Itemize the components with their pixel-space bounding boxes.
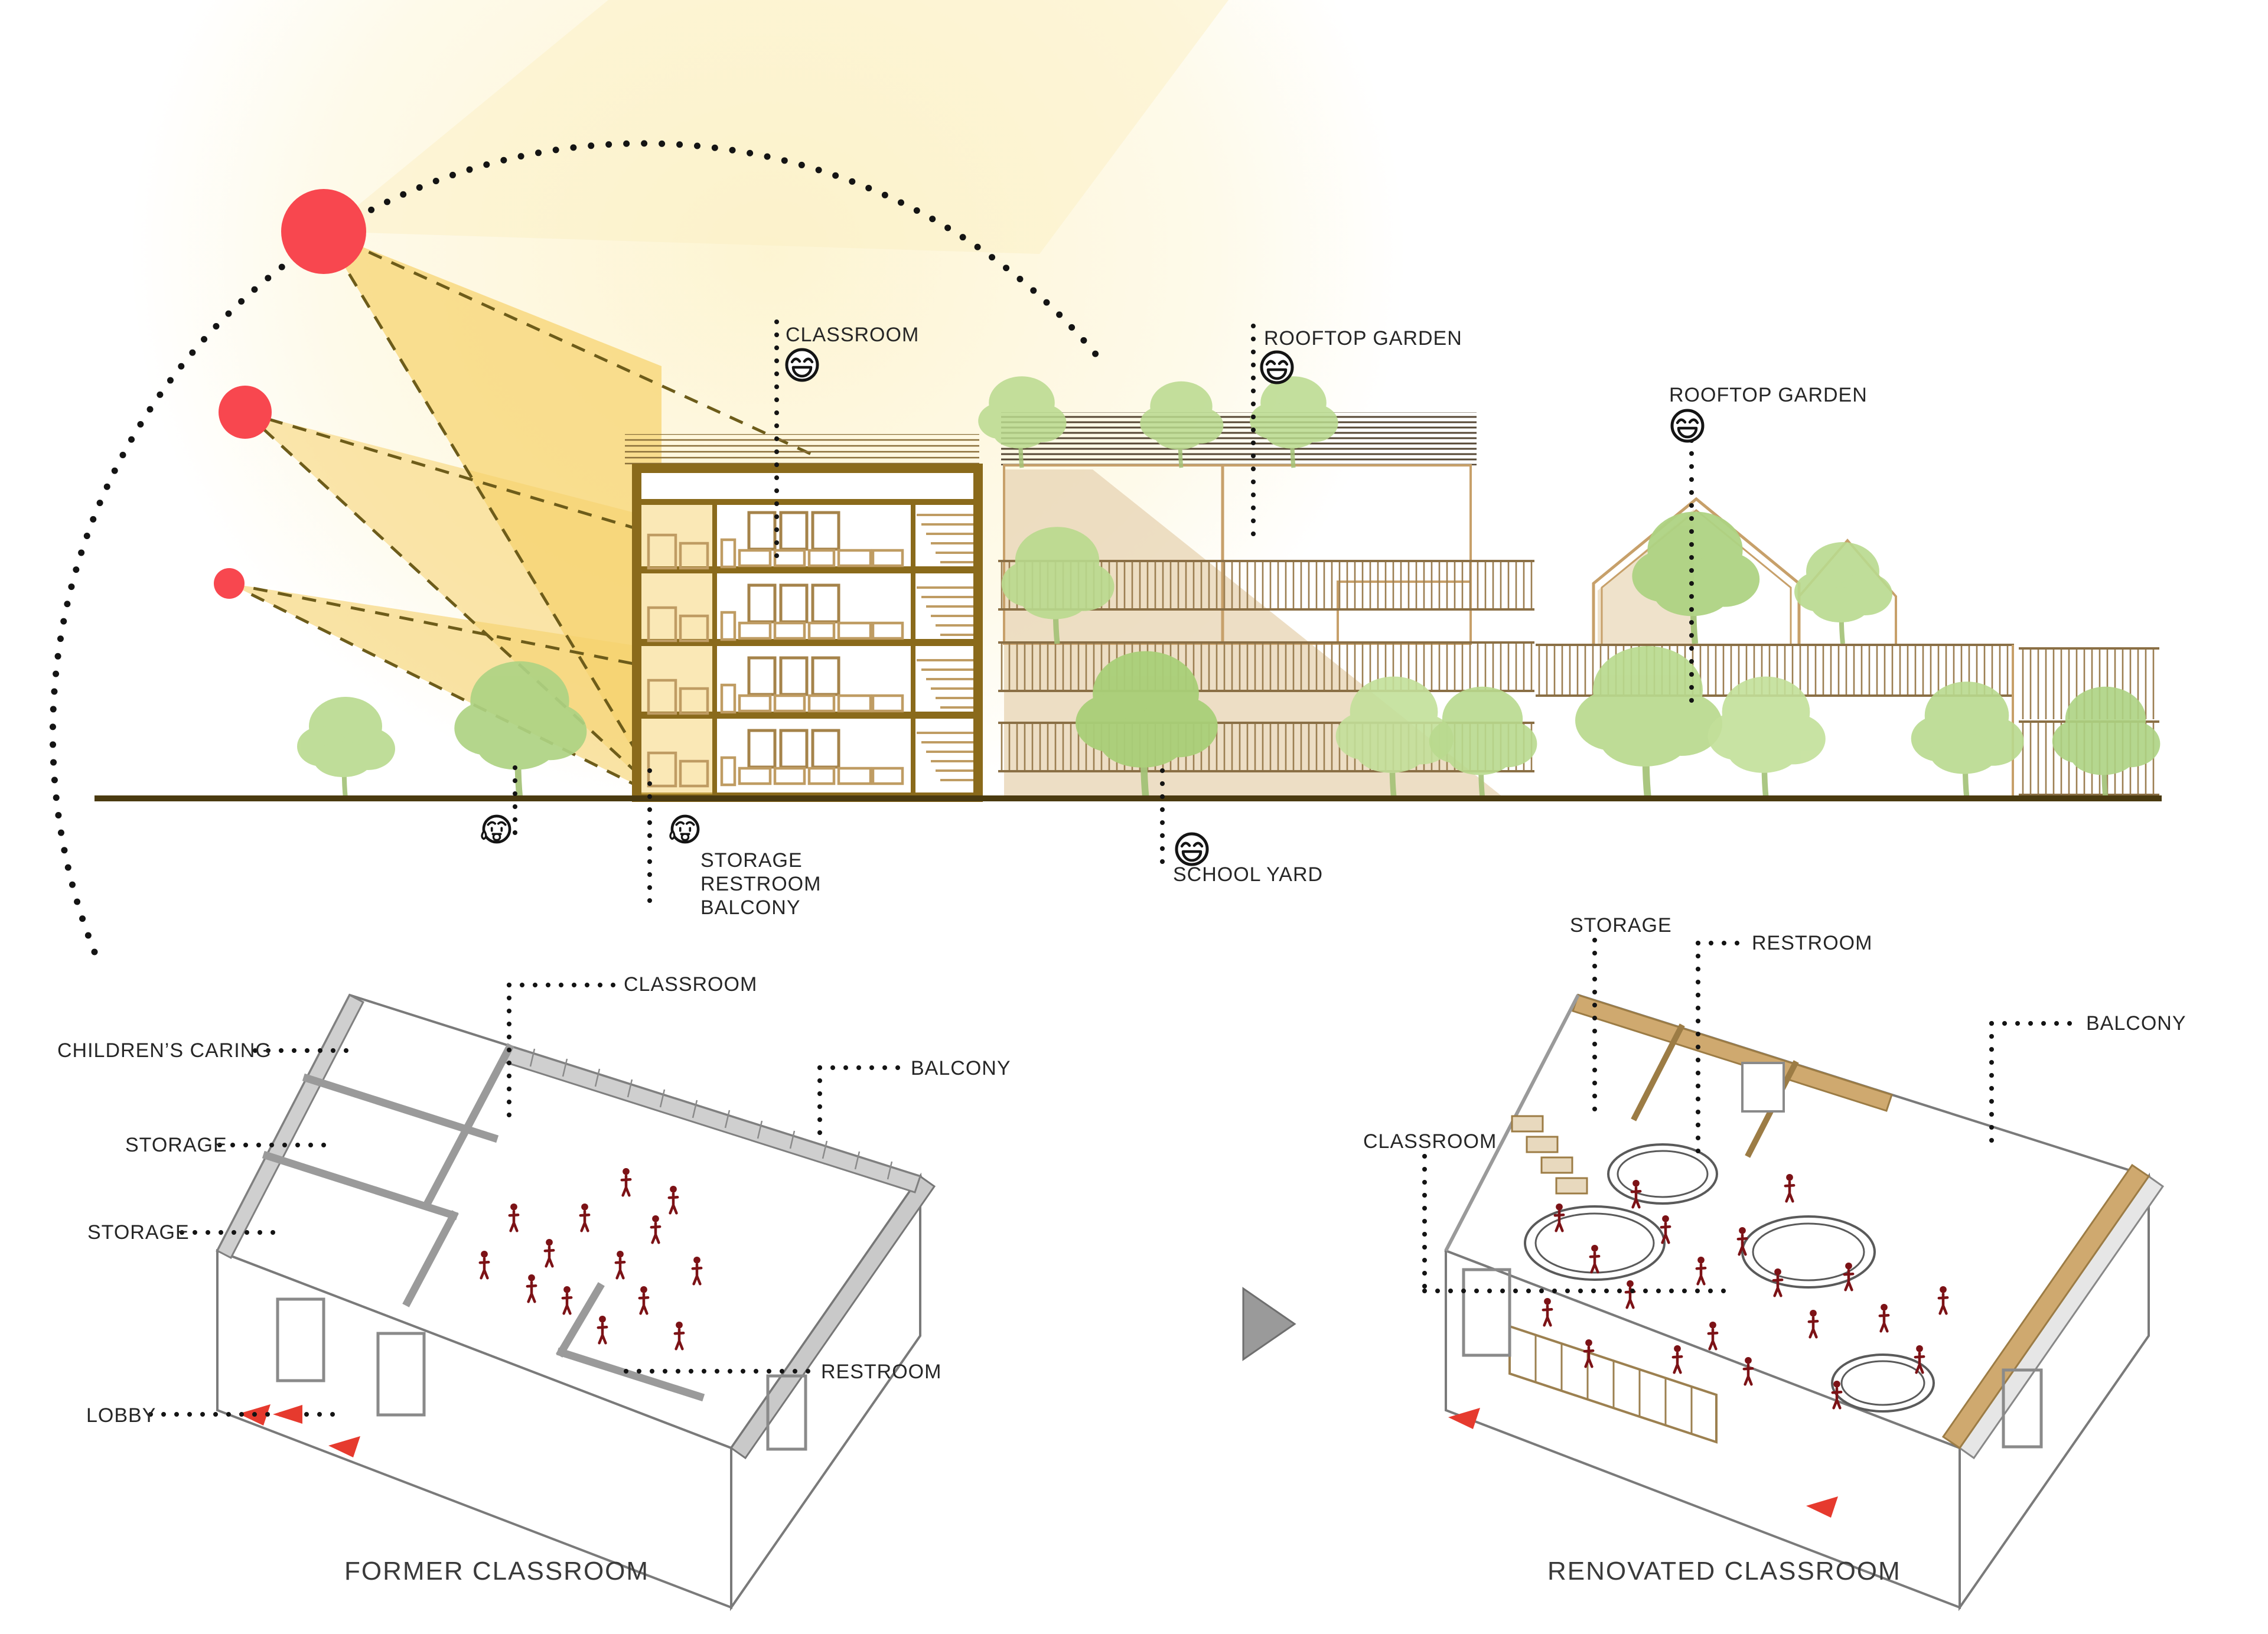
sun-path-and-beams [49, 0, 1406, 955]
label-reno-storage: STORAGE [1570, 914, 1672, 937]
label-former-balcony: BALCONY [911, 1057, 1011, 1079]
label-rooftop-garden-1: ROOFTOP GARDEN [1264, 327, 1462, 350]
label-former-storage-2: STORAGE [87, 1221, 190, 1244]
sun-medium [219, 386, 272, 439]
transformation-arrow-icon [1242, 1287, 1296, 1361]
caption-former-classroom: FORMER CLASSROOM [344, 1557, 650, 1586]
label-balcony-section: BALCONY [700, 896, 801, 919]
label-reno-balcony: BALCONY [2086, 1012, 2186, 1035]
former-classroom-axon [216, 993, 936, 1612]
label-restroom-section: RESTROOM [700, 873, 822, 895]
label-rooftop-garden-2: ROOFTOP GARDEN [1669, 384, 1868, 406]
lobby-entrance-arrow-icon [273, 1405, 302, 1424]
sun-path-arc [49, 140, 1103, 955]
label-classroom-section: CLASSROOM [786, 324, 920, 346]
label-childrens-caring: CHILDREN’S CARING [57, 1039, 272, 1062]
round-tables [1524, 1143, 1935, 1413]
label-former-restroom: RESTROOM [821, 1361, 942, 1383]
label-former-classroom: CLASSROOM [624, 973, 758, 996]
axon-leader-lines [148, 938, 2080, 1417]
sun-small [214, 568, 245, 599]
label-reno-restroom: RESTROOM [1752, 932, 1873, 954]
section-leader-lines [513, 319, 1694, 906]
label-former-storage-1: STORAGE [125, 1134, 227, 1156]
caption-renovated-classroom: RENOVATED CLASSROOM [1547, 1557, 1901, 1586]
label-reno-classroom: CLASSROOM [1363, 1130, 1497, 1153]
label-storage-section: STORAGE [700, 849, 803, 872]
sun-large [281, 189, 366, 274]
renovated-classroom-axon [1444, 993, 2165, 1612]
school-building-section [625, 434, 983, 802]
label-school-yard: SCHOOL YARD [1173, 863, 1324, 886]
label-lobby: LOBBY [86, 1404, 157, 1427]
